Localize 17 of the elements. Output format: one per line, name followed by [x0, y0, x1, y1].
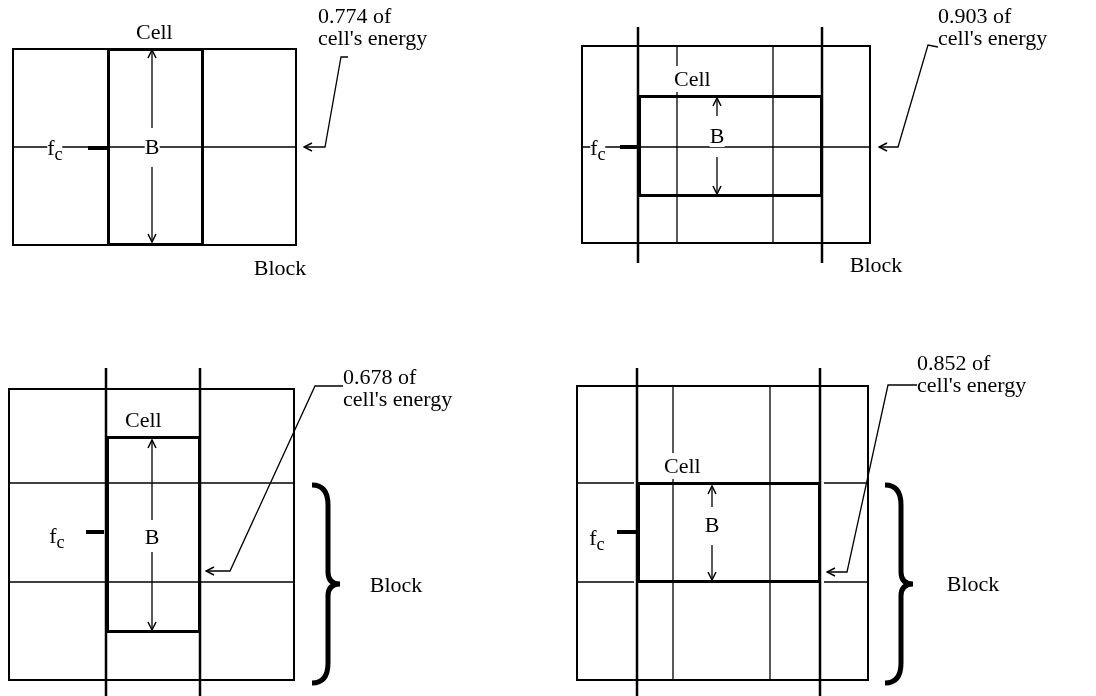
cell-label: Cell	[663, 453, 702, 479]
callout-text: 0.852 of cell's energy	[917, 352, 1028, 396]
callout-text: 0.903 of cell's energy	[938, 5, 1049, 49]
block-label: Block	[253, 257, 307, 279]
callout-text: 0.774 of cell's energy	[318, 5, 429, 49]
block-grid	[581, 45, 871, 244]
block-label: Block	[849, 254, 903, 276]
leader-line	[303, 56, 349, 152]
cell-label: Cell	[673, 66, 712, 92]
leader-line	[878, 44, 939, 152]
leader-line	[826, 384, 918, 577]
block-label: Block	[369, 574, 423, 596]
block-label: Block	[946, 573, 1000, 595]
block-grid	[576, 385, 869, 681]
block-grid	[8, 388, 295, 681]
leader-line	[205, 385, 344, 576]
callout-text: 0.678 of cell's energy	[343, 366, 454, 410]
